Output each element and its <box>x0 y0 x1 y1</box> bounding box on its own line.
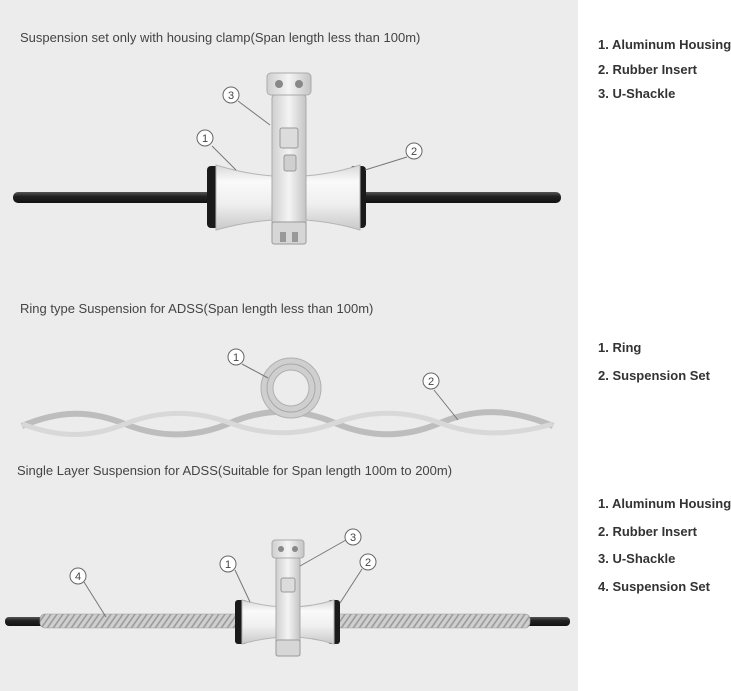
legend-item: 1. Aluminum Housing <box>598 37 731 52</box>
svg-text:4: 4 <box>75 571 81 583</box>
section-1-legend: 1. Aluminum Housing 2. Rubber Insert 3. … <box>598 33 731 107</box>
section-3-title: Single Layer Suspension for ADSS(Suitabl… <box>17 463 453 478</box>
svg-text:2: 2 <box>365 557 371 569</box>
u-shackle-top <box>266 72 312 96</box>
section-1-drawing: 3 1 2 <box>13 72 561 245</box>
callout-2: 2 <box>405 142 423 160</box>
legend-item: 2. Rubber Insert <box>598 523 697 539</box>
callout-4: 4 <box>69 567 87 585</box>
legend-item: 2. Suspension Set <box>598 368 710 383</box>
legend-item: 2. Rubber Insert <box>598 61 697 77</box>
legend-item: 1. Ring <box>598 340 642 355</box>
svg-text:2: 2 <box>428 376 434 388</box>
svg-text:2: 2 <box>411 146 417 158</box>
legend-item: 3. U-Shackle <box>598 86 676 101</box>
svg-text:1: 1 <box>202 133 208 145</box>
callout-1: 1 <box>227 348 245 366</box>
callout-2: 2 <box>422 372 440 390</box>
legend-item: 4. Suspension Set <box>598 578 710 594</box>
svg-text:1: 1 <box>233 352 239 364</box>
svg-text:3: 3 <box>350 532 356 544</box>
callout-3: 3 <box>222 86 240 104</box>
suspension-set-wire-b <box>21 410 554 437</box>
legend-panel <box>578 0 725 691</box>
section-3-drawing: 3 1 2 4 <box>5 528 570 657</box>
section-2-drawing: 1 2 <box>20 348 555 438</box>
section-1-title: Suspension set only with housing clamp(S… <box>20 30 421 45</box>
legend-item: 3. U-Shackle <box>598 551 676 566</box>
section-3-legend: 1. Aluminum Housing 2. Rubber Insert 3. … <box>598 490 731 600</box>
section-2-legend: 1. Ring 2. Suspension Set <box>598 334 710 390</box>
callout-1: 1 <box>196 129 214 147</box>
svg-text:1: 1 <box>225 559 231 571</box>
callout-2: 2 <box>359 553 377 571</box>
diagram-drawings: 3 1 2 1 2 <box>5 72 570 657</box>
svg-text:3: 3 <box>228 90 234 102</box>
legend-item: 1. Aluminum Housing <box>598 496 731 511</box>
u-shackle-top <box>271 539 305 559</box>
section-2-title: Ring type Suspension for ADSS(Span lengt… <box>20 301 374 316</box>
callout-3: 3 <box>344 528 362 546</box>
callout-1: 1 <box>219 555 237 573</box>
